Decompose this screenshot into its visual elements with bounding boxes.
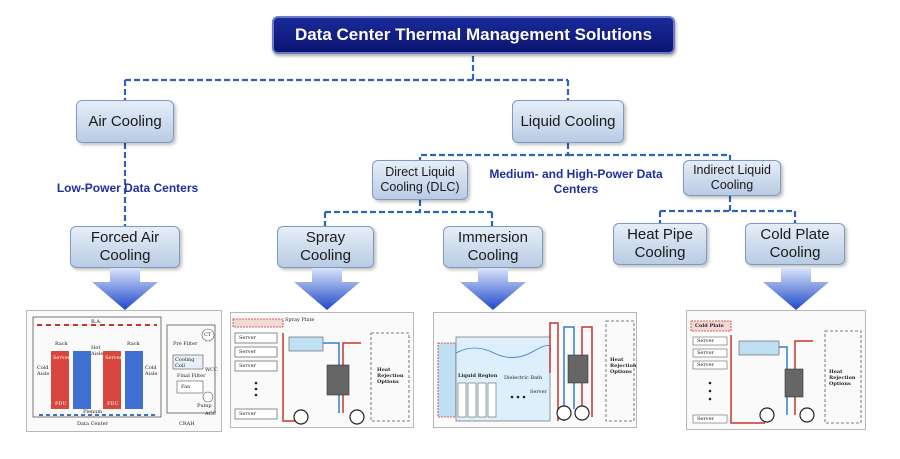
node-direct-liquid-cooling: Direct Liquid Cooling (DLC) <box>372 160 468 200</box>
label-server: Server <box>239 335 256 341</box>
label-pdu: PDU <box>107 401 119 407</box>
node-immersion-cooling: Immersion Cooling <box>443 226 543 268</box>
label-heat-rejection: Heat Rejection Options <box>829 369 856 387</box>
label-crah: CRAH <box>179 421 195 427</box>
label-heat-rejection: Heat Rejection Options <box>377 367 404 385</box>
immersion-cooling-schematic: Liquid Region Dielectric Bath Server Hea… <box>433 312 637 428</box>
label-server: Server <box>239 411 256 417</box>
label-fan: Fan <box>181 384 191 390</box>
cold-plate-schematic: Cold Plate Server Server Server Server H… <box>686 310 866 430</box>
label-ct: CT <box>204 332 212 338</box>
node-indirect-liquid-cooling: Indirect Liquid Cooling <box>683 160 781 196</box>
label-rack: Rack <box>127 341 140 347</box>
forced-air-schematic: R.A. Rack Rack Hot Aisle Cold Aisle Cold… <box>26 310 222 432</box>
node-cold-plate-cooling: Cold Plate Cooling <box>745 223 845 265</box>
label-server: Server <box>697 338 714 344</box>
diagram-title: Data Center Thermal Management Solutions <box>272 16 675 54</box>
label-cold-aisle: Cold Aisle <box>145 365 158 377</box>
label-data-center: Data Center <box>77 421 108 427</box>
label-server: Server <box>105 355 122 361</box>
node-spray-cooling: Spray Cooling <box>277 226 374 268</box>
label-pre-filter: Pre Filter <box>173 341 198 347</box>
label-final-filter: Final Filter <box>177 373 206 379</box>
label-server: Server <box>53 355 70 361</box>
label-server: Server <box>239 349 256 355</box>
label-medium-high-power: Medium- and High-Power Data Centers <box>489 167 663 196</box>
label-cold-plate: Cold Plate <box>695 323 724 329</box>
label-dielectric-bath: Dielectric Bath <box>504 375 543 381</box>
label-server: Server <box>530 389 547 395</box>
label-pdu: PDU <box>55 401 67 407</box>
label-server: Server <box>697 416 714 422</box>
label-acc: ACC <box>205 411 217 417</box>
label-rack: Rack <box>55 341 68 347</box>
label-plenum: Plenum <box>83 409 103 415</box>
label-server: Server <box>697 350 714 356</box>
label-liquid-region: Liquid Region <box>458 373 498 379</box>
spray-cooling-schematic: Spray Plate Server Server Server Server … <box>230 312 414 428</box>
node-liquid-cooling: Liquid Cooling <box>512 100 624 143</box>
label-server: Server <box>239 363 256 369</box>
down-arrow-icon <box>763 268 829 310</box>
down-arrow-icon <box>294 268 360 310</box>
label-cold-aisle: Cold Aisle <box>37 365 50 377</box>
label-pump: Pump <box>197 403 212 409</box>
down-arrow-icon <box>460 268 526 310</box>
node-air-cooling: Air Cooling <box>76 100 174 143</box>
label-ra: R.A. <box>91 319 102 325</box>
label-heat-rejection: Heat Rejection Options <box>610 357 637 375</box>
label-hot-aisle: Hot Aisle <box>91 345 104 357</box>
down-arrow-icon <box>92 268 158 310</box>
label-cooling-coil: Cooling Coil <box>175 357 195 369</box>
node-forced-air-cooling: Forced Air Cooling <box>70 226 180 268</box>
label-server: Server <box>697 362 714 368</box>
label-wcc: WCC <box>205 367 218 373</box>
label-low-power: Low-Power Data Centers <box>56 181 199 195</box>
node-heat-pipe-cooling: Heat Pipe Cooling <box>613 223 707 265</box>
label-spray-plate: Spray Plate <box>285 317 315 323</box>
